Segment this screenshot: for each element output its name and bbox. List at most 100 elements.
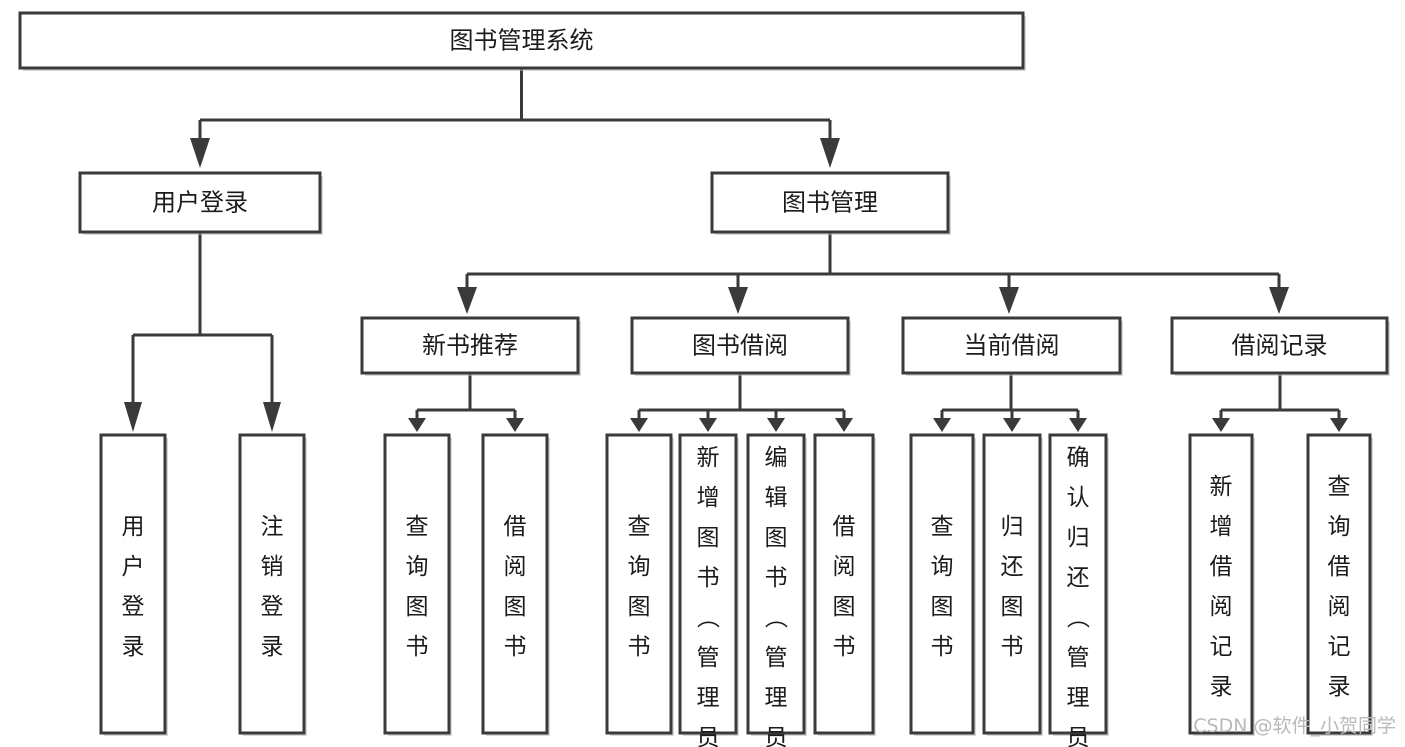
node-label-char: 查 — [628, 514, 651, 540]
node-rect[interactable] — [481, 433, 549, 735]
arrow-icon-to-new-book-recommend — [457, 287, 477, 314]
arrow-icon-to-leaf-query-book-2 — [630, 418, 648, 432]
node-rect[interactable] — [710, 171, 950, 234]
node-root[interactable]: 图书管理系统 — [18, 11, 1026, 71]
node-label-char: 确 — [1067, 445, 1090, 471]
node-label-char: 书 — [1001, 634, 1024, 660]
arrow-icon-to-leaf-query-book-3 — [933, 418, 951, 432]
node-label-char: 书 — [628, 634, 651, 660]
node-label-char: 增 — [1210, 514, 1233, 540]
node-book-manage[interactable]: 图书管理 — [710, 171, 951, 235]
node-label-char: 询 — [1328, 514, 1351, 540]
arrow-icon-to-leaf-return-book — [1003, 418, 1021, 432]
node-borrow-record[interactable]: 借阅记录 — [1170, 316, 1390, 376]
node-label-char: 新 — [1210, 474, 1233, 500]
node-label: 图书借阅 — [692, 332, 788, 360]
node-rect[interactable] — [18, 11, 1025, 70]
node-label-char: 还 — [1067, 565, 1090, 591]
node-label-char: 理 — [1067, 685, 1090, 711]
node-label-char: 录 — [1210, 674, 1233, 700]
node-rect[interactable] — [746, 433, 806, 735]
arrow-icon-to-leaf-query-book-1 — [408, 418, 426, 432]
node-rect[interactable] — [630, 316, 850, 375]
node-leaf-user-login[interactable]: 用户登录 — [99, 433, 168, 736]
node-label-char: 录 — [1328, 674, 1351, 700]
node-label-char: 编 — [765, 445, 788, 471]
node-label: 当前借阅 — [964, 332, 1060, 360]
arrow-icon-to-leaf-add-record — [1212, 418, 1230, 432]
node-label-char: 图 — [697, 525, 720, 551]
node-label-char: 员 — [1067, 725, 1090, 747]
node-label-char: 认 — [1067, 485, 1090, 511]
node-label-char: 图 — [406, 594, 429, 620]
node-label-char: 书 — [504, 634, 527, 660]
arrow-icon-to-leaf-add-book — [699, 418, 717, 432]
node-label-char: 新 — [697, 445, 720, 471]
node-label-char: 用 — [122, 514, 145, 540]
node-label-char: 询 — [931, 554, 954, 580]
node-rect[interactable] — [383, 433, 451, 735]
arrow-icon-to-user-login — [190, 138, 210, 168]
node-book-borrow[interactable]: 图书借阅 — [630, 316, 851, 376]
node-label-char: 书 — [931, 634, 954, 660]
node-rect[interactable] — [982, 433, 1042, 735]
node-label-char: 询 — [628, 554, 651, 580]
node-label-char: 户 — [122, 554, 145, 580]
node-label-char: 查 — [1328, 474, 1351, 500]
node-new-book-recommend[interactable]: 新书推荐 — [360, 316, 581, 376]
node-label-char: 书 — [765, 565, 788, 591]
node-rect[interactable] — [813, 433, 875, 735]
node-rect[interactable] — [909, 433, 975, 735]
csdn-watermark: CSDN @软件_小贺同学 — [1193, 715, 1396, 737]
node-current-borrow[interactable]: 当前借阅 — [901, 316, 1123, 376]
node-rect[interactable] — [1170, 316, 1389, 375]
node-label-char: 管 — [697, 645, 720, 671]
node-label-char: 借 — [1328, 554, 1351, 580]
node-label-char: 辑 — [765, 485, 788, 511]
node-layer: 图书管理系统用户登录图书管理新书推荐图书借阅当前借阅借阅记录用户登录注销登录查询… — [18, 11, 1390, 747]
node-rect[interactable] — [1306, 433, 1372, 735]
node-rect[interactable] — [78, 171, 322, 234]
arrow-icon-to-leaf-confirm-return — [1069, 418, 1087, 432]
node-label-char: 理 — [697, 685, 720, 711]
node-label-char: 员 — [765, 725, 788, 747]
node-rect[interactable] — [1048, 433, 1108, 735]
node-label-char: 查 — [931, 514, 954, 540]
node-label-char: 管 — [765, 645, 788, 671]
node-rect[interactable] — [360, 316, 580, 375]
node-label-char: （ — [762, 606, 788, 629]
node-rect[interactable] — [99, 433, 167, 735]
node-label-char: 询 — [406, 554, 429, 580]
node-label-char: （ — [1064, 606, 1090, 629]
node-rect[interactable] — [678, 433, 738, 735]
node-rect[interactable] — [1188, 433, 1254, 735]
node-label-char: 销 — [261, 554, 284, 580]
node-user-login[interactable]: 用户登录 — [78, 171, 323, 235]
node-rect[interactable] — [901, 316, 1122, 375]
node-rect[interactable] — [238, 433, 306, 735]
node-rect[interactable] — [605, 433, 673, 735]
node-label-char: 书 — [406, 634, 429, 660]
